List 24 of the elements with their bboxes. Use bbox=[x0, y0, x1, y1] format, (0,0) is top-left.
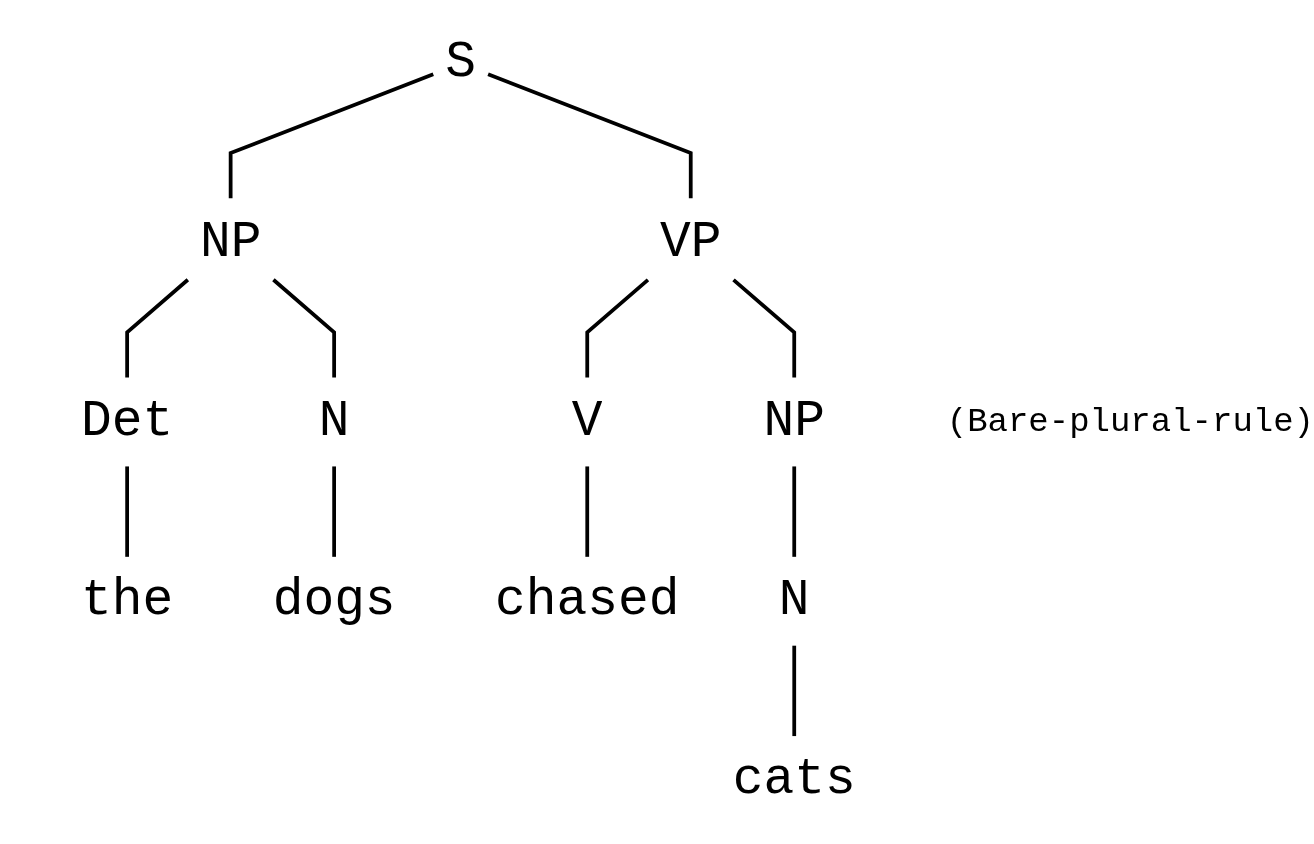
node-text: dogs bbox=[272, 571, 396, 630]
connector bbox=[125, 278, 190, 378]
node-text: V bbox=[571, 392, 603, 450]
node-text: NP bbox=[199, 213, 262, 271]
note-text: (Bare-plural-rule) bbox=[946, 403, 1314, 441]
connector bbox=[792, 645, 797, 737]
connector bbox=[228, 72, 434, 199]
connector bbox=[585, 278, 650, 378]
connector bbox=[272, 278, 337, 378]
connector bbox=[487, 72, 693, 199]
connector bbox=[125, 466, 129, 557]
connector bbox=[332, 466, 337, 557]
node-text: the bbox=[81, 571, 174, 630]
node-text: Det bbox=[81, 392, 174, 450]
connector bbox=[585, 466, 590, 557]
connector bbox=[792, 466, 797, 557]
node-text: S bbox=[445, 34, 477, 92]
node-text: N bbox=[318, 392, 350, 450]
node-text: cats bbox=[732, 751, 856, 809]
node-text: chased bbox=[495, 571, 680, 630]
node-text: NP bbox=[763, 392, 825, 450]
node-text: VP bbox=[660, 213, 722, 271]
node-text: N bbox=[778, 571, 810, 630]
connector bbox=[732, 278, 797, 378]
